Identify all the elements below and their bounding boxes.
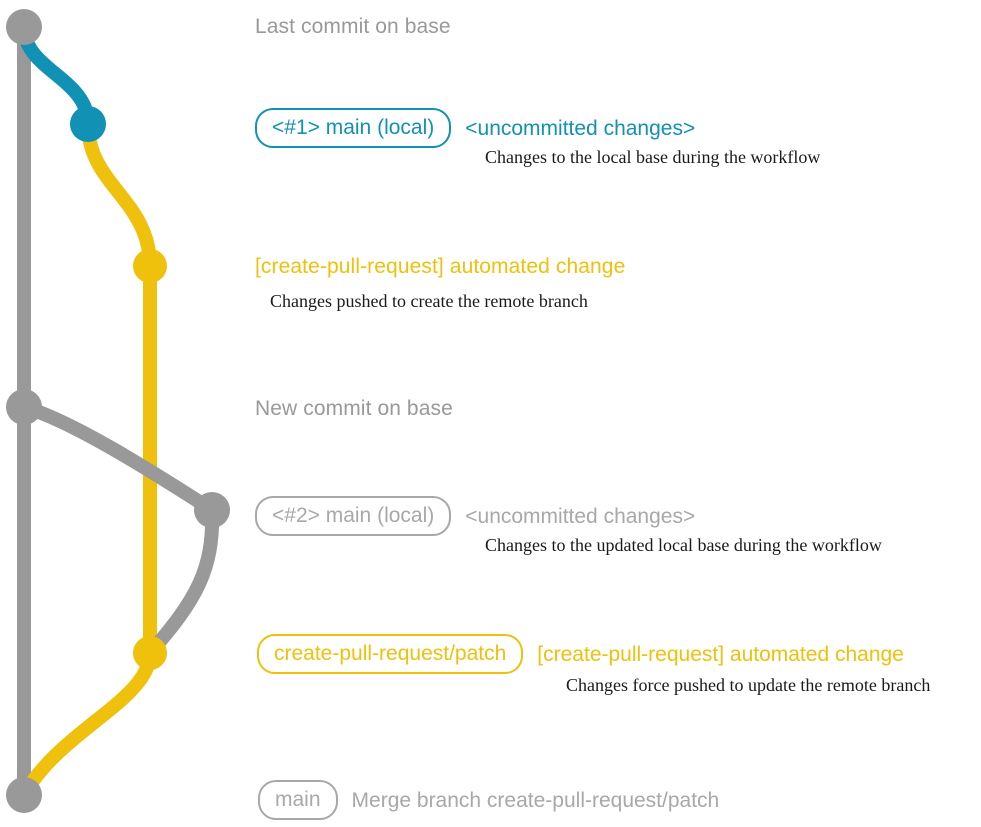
- ref-badge-local-main-2[interactable]: <#2> main (local): [255, 496, 452, 536]
- remote-merge-line: [17, 646, 157, 802]
- local-to-remote-line-2: [143, 503, 220, 660]
- subtext-updated-local-base-workflow: Changes to the updated local base during…: [485, 535, 882, 555]
- row-create-pull-request-patch: create-pull-request/patch [create-pull-r…: [257, 634, 904, 674]
- subtext-changes-pushed-create-remote-branch: Changes pushed to create the remote bran…: [270, 291, 588, 311]
- label-last-commit-on-base: Last commit on base: [255, 15, 451, 38]
- caption-uncommitted-changes-1: <uncommitted changes>: [465, 116, 696, 140]
- node-remote-commit-1[interactable]: [133, 249, 167, 283]
- node-local-main-2[interactable]: [194, 492, 230, 528]
- remote-branch-line-upper: [81, 117, 157, 273]
- node-local-main-1[interactable]: [70, 106, 106, 142]
- row-local-main-2: <#2> main (local) <uncommitted changes>: [255, 496, 695, 536]
- node-base-new-commit[interactable]: [6, 389, 42, 425]
- node-remote-commit-2[interactable]: [133, 636, 167, 670]
- ref-badge-local-main-1[interactable]: <#1> main (local): [255, 108, 452, 148]
- caption-uncommitted-changes-2: <uncommitted changes>: [465, 504, 696, 528]
- caption-create-pull-request-automated-change-2: [create-pull-request] automated change: [537, 642, 904, 666]
- node-merge-commit[interactable]: [6, 777, 42, 813]
- ref-badge-main[interactable]: main: [258, 780, 338, 820]
- row-local-main-1: <#1> main (local) <uncommitted changes>: [255, 108, 695, 148]
- label-new-commit-on-base: New commit on base: [255, 397, 453, 420]
- caption-merge-branch-create-pull-request-patch: Merge branch create-pull-request/patch: [351, 788, 720, 812]
- label-create-pull-request-automated-change-1: [create-pull-request] automated change: [255, 255, 626, 278]
- node-base-head[interactable]: [6, 9, 42, 45]
- row-merge-main: main Merge branch create-pull-request/pa…: [258, 780, 719, 820]
- local-branch-line-2: [17, 400, 219, 517]
- subtext-local-base-workflow: Changes to the local base during the wor…: [485, 147, 821, 167]
- ref-badge-create-pull-request-patch[interactable]: create-pull-request/patch: [257, 634, 524, 674]
- subtext-changes-force-pushed-update-remote-branch: Changes force pushed to update the remot…: [566, 675, 931, 695]
